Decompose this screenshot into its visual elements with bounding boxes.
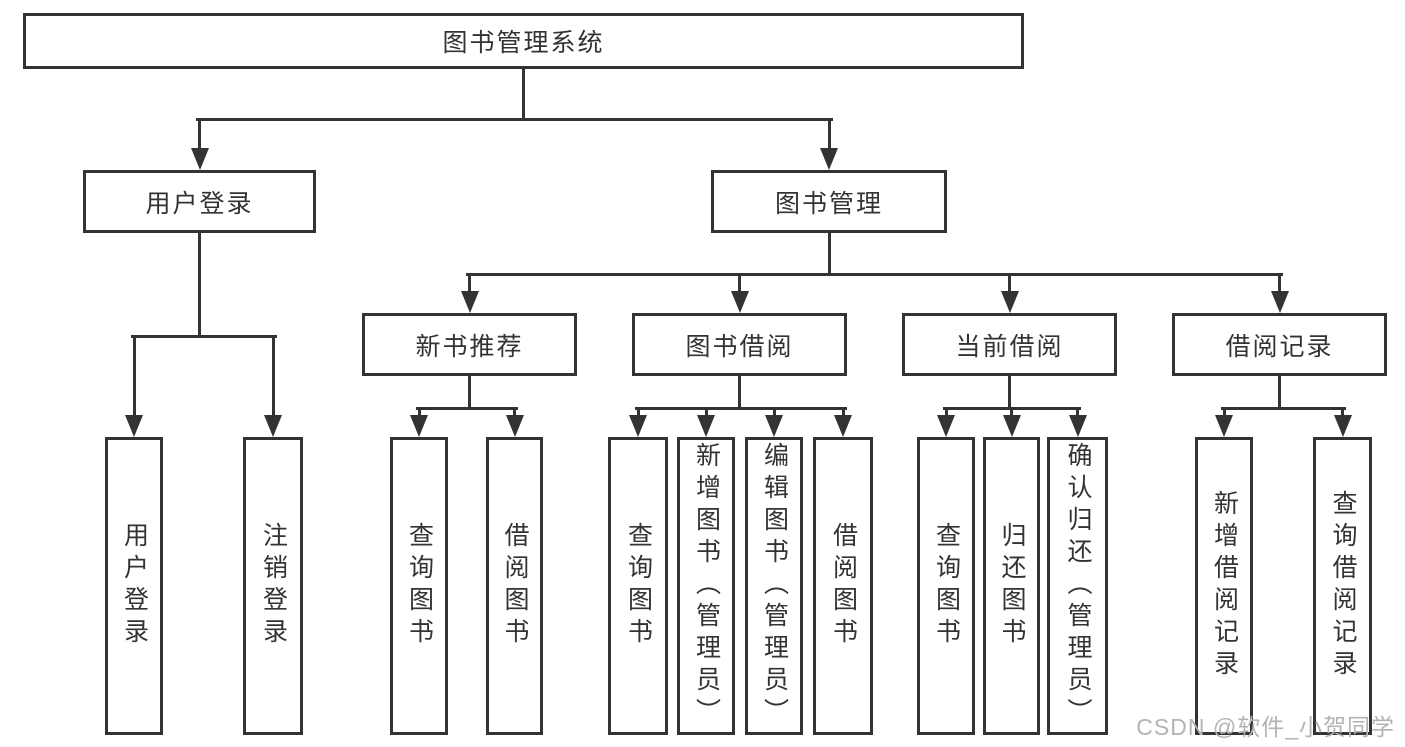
arrowhead-down-icon	[505, 415, 524, 437]
arrowhead-down-icon	[1215, 415, 1233, 437]
connector-line	[1010, 407, 1013, 417]
node-label-leaf-edit-book: 编辑图书（管理员）	[760, 442, 789, 730]
node-label-leaf-confirm-return: 确认归还（管理员）	[1064, 442, 1092, 730]
connector-line	[466, 273, 1283, 276]
connector-line	[468, 273, 471, 293]
node-label-leaf-return-book: 归还图书	[998, 522, 1026, 650]
node-label-leaf-query-borrow-rec: 查询借阅记录	[1329, 490, 1357, 682]
connector-line	[271, 335, 275, 417]
arrowhead-down-icon	[1068, 415, 1087, 437]
connector-line	[513, 407, 516, 417]
node-leaf-logout: 注销登录	[243, 437, 303, 735]
connector-line	[704, 407, 708, 417]
node-book-borrow: 图书借阅	[632, 313, 847, 376]
arrowhead-down-icon	[765, 415, 783, 437]
connector-line	[1278, 375, 1281, 410]
node-leaf-query-book-1: 查询图书	[390, 437, 448, 735]
connector-line	[198, 232, 201, 338]
connector-line	[417, 407, 421, 417]
node-label-book-borrow: 图书借阅	[685, 332, 794, 361]
connector-line	[772, 407, 776, 417]
connector-line	[1341, 407, 1344, 417]
connector-line	[1008, 273, 1011, 293]
node-label-root: 图书管理系统	[442, 29, 605, 57]
watermark: CSDN @软件_小贺同学	[1136, 714, 1395, 740]
connector-line	[944, 407, 948, 417]
arrowhead-down-icon	[264, 415, 282, 437]
node-leaf-add-book: 新增图书（管理员）	[677, 437, 735, 735]
node-label-user-login: 用户登录	[145, 189, 254, 218]
node-label-leaf-logout: 注销登录	[259, 522, 288, 650]
connector-line	[1008, 375, 1011, 410]
connector-line	[827, 118, 831, 150]
connector-line	[1220, 407, 1346, 410]
connector-line	[1278, 273, 1281, 293]
connector-line	[827, 232, 831, 276]
node-label-leaf-add-book: 新增图书（管理员）	[692, 442, 721, 730]
node-label-new-book-rec: 新书推荐	[415, 332, 524, 361]
connector-line	[738, 273, 741, 293]
arrowhead-down-icon	[937, 415, 955, 437]
connector-line	[522, 68, 525, 121]
connector-line	[634, 407, 847, 410]
node-label-book-mgmt: 图书管理	[774, 189, 883, 218]
arrowhead-down-icon	[1002, 415, 1021, 437]
node-root: 图书管理系统	[23, 13, 1024, 69]
connector-line	[198, 118, 201, 150]
arrowhead-down-icon	[820, 148, 838, 170]
node-leaf-query-book-3: 查询图书	[917, 437, 975, 735]
connector-line	[196, 118, 833, 121]
node-label-leaf-borrow-book-2: 借阅图书	[829, 522, 858, 650]
connector-line	[636, 407, 640, 417]
arrowhead-down-icon	[730, 291, 749, 313]
node-label-leaf-add-borrow-rec: 新增借阅记录	[1210, 490, 1239, 682]
arrowhead-down-icon	[460, 291, 479, 313]
arrowhead-down-icon	[1000, 291, 1019, 313]
arrowhead-down-icon	[629, 415, 647, 437]
connector-line	[841, 407, 845, 417]
node-label-leaf-user-login: 用户登录	[120, 522, 149, 650]
node-label-leaf-query-book-2: 查询图书	[624, 522, 653, 650]
connector-line	[130, 335, 277, 338]
node-leaf-query-book-2: 查询图书	[608, 437, 668, 735]
arrowhead-down-icon	[1333, 415, 1352, 437]
arrowhead-down-icon	[834, 415, 852, 437]
arrowhead-down-icon	[410, 415, 428, 437]
node-leaf-query-borrow-rec: 查询借阅记录	[1313, 437, 1372, 735]
node-current-borrow: 当前借阅	[902, 313, 1117, 376]
node-label-current-borrow: 当前借阅	[955, 332, 1064, 361]
node-leaf-edit-book: 编辑图书（管理员）	[745, 437, 803, 735]
node-borrow-record: 借阅记录	[1172, 313, 1387, 376]
node-book-mgmt: 图书管理	[711, 170, 947, 233]
node-leaf-user-login: 用户登录	[105, 437, 163, 735]
node-label-leaf-query-book-3: 查询图书	[932, 522, 961, 650]
node-leaf-return-book: 归还图书	[983, 437, 1040, 735]
node-new-book-rec: 新书推荐	[362, 313, 577, 376]
node-leaf-add-borrow-rec: 新增借阅记录	[1195, 437, 1253, 735]
node-label-leaf-query-book-1: 查询图书	[405, 522, 434, 650]
node-label-leaf-borrow-book-1: 借阅图书	[501, 522, 529, 650]
connector-line	[1222, 407, 1226, 417]
connector-line	[415, 407, 518, 410]
arrowhead-down-icon	[125, 415, 143, 437]
arrowhead-down-icon	[190, 148, 209, 170]
node-leaf-borrow-book-2: 借阅图书	[813, 437, 873, 735]
connector-line	[1076, 407, 1079, 417]
node-user-login: 用户登录	[83, 170, 316, 233]
node-leaf-borrow-book-1: 借阅图书	[486, 437, 543, 735]
connector-line	[468, 375, 471, 410]
connector-line	[132, 335, 136, 417]
arrowhead-down-icon	[697, 415, 715, 437]
arrowhead-down-icon	[1270, 291, 1289, 313]
node-leaf-confirm-return: 确认归还（管理员）	[1047, 437, 1108, 735]
connector-line	[738, 375, 741, 410]
node-label-borrow-record: 借阅记录	[1225, 332, 1334, 361]
